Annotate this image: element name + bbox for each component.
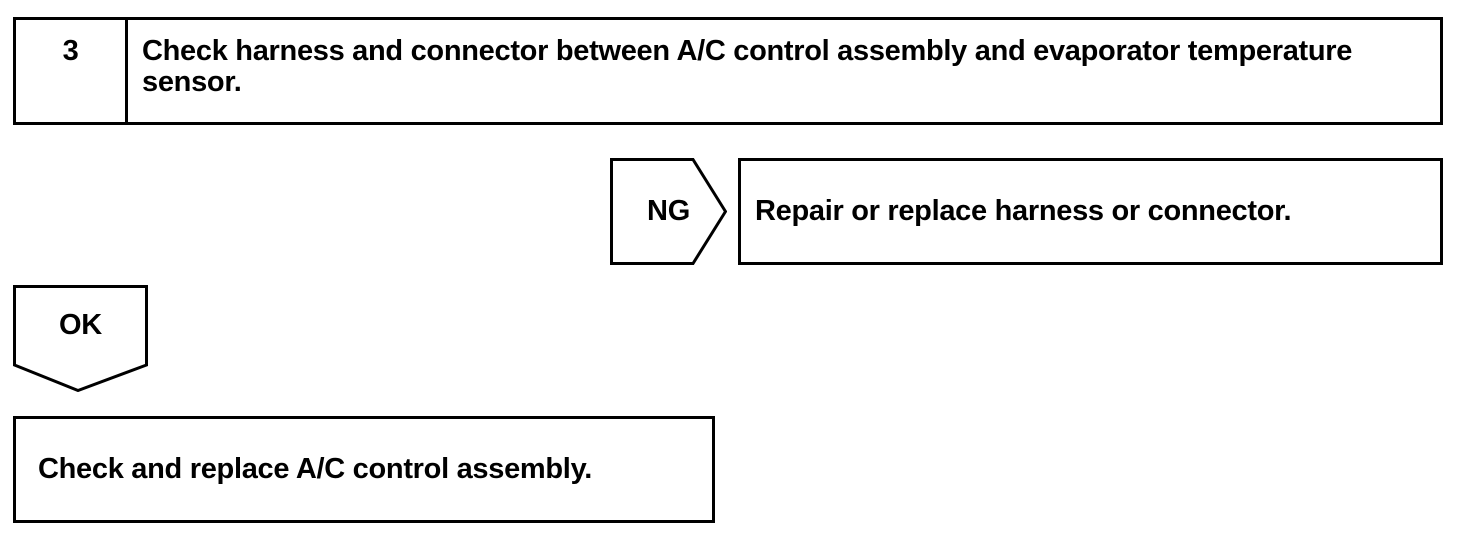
step-number: 3 [62,35,79,67]
step-box: 3 Check harness and connector between A/… [13,17,1443,125]
ng-label: NG [647,195,690,227]
ok-pentagon-icon [13,285,148,392]
ng-action-box: Repair or replace harness or connector. [738,158,1443,265]
ng-pentagon-icon [610,158,727,265]
ok-action-text: Check and replace A/C control assembly. [38,453,592,485]
ok-label: OK [59,308,102,341]
step-instruction: Check harness and connector between A/C … [142,35,1353,98]
step-number-cell: 3 [16,20,128,122]
ok-connector: OK [13,285,148,392]
ng-connector: NG [610,158,727,265]
ok-action-box: Check and replace A/C control assembly. [13,416,715,523]
ng-action-text: Repair or replace harness or connector. [755,195,1292,227]
